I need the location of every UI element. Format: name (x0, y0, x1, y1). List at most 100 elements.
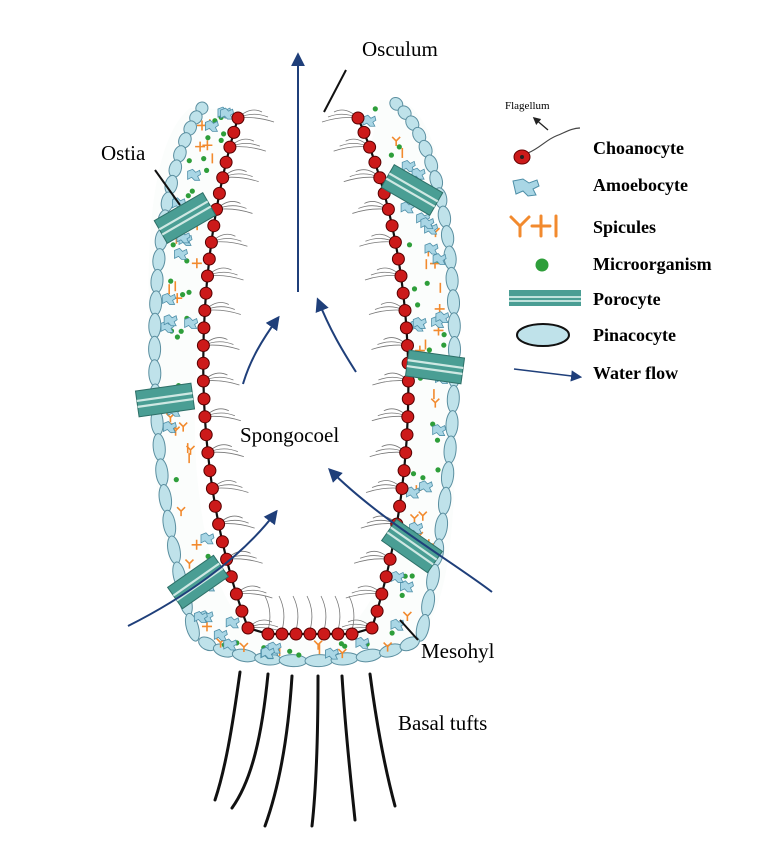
choanocyte-cell (200, 429, 212, 441)
microorganism-dot (373, 106, 378, 111)
choanocyte-cell (304, 628, 316, 640)
microorganism-dot (420, 475, 425, 480)
choanocyte-cell (204, 465, 216, 477)
basal-tufts (215, 672, 395, 826)
legend-spicules: Spicules (593, 217, 656, 237)
osculum-label: Osculum (362, 37, 438, 61)
choanocyte-cell (198, 393, 210, 405)
choanocyte-cell (382, 203, 394, 215)
choanocyte-cell (386, 220, 398, 232)
amoebocyte-cell (261, 647, 274, 658)
microorganism-dot (410, 573, 415, 578)
choanocyte-cell (199, 411, 211, 423)
choanocyte-cell (402, 393, 414, 405)
pinacocyte-icon (517, 324, 569, 346)
amoebocyte-cell (163, 421, 176, 432)
choanocyte-cell (209, 500, 221, 512)
choanocyte-cell (392, 253, 404, 265)
flagellum-strand (335, 596, 340, 630)
choanocyte-cell (262, 628, 274, 640)
choanocyte-cell (318, 628, 330, 640)
microorganism-dot (407, 242, 412, 247)
choanocyte-cell (208, 220, 220, 232)
legend-porocyte: Porocyte (593, 289, 661, 309)
amoebocyte-cell (185, 318, 198, 329)
choanocyte-cell (395, 270, 407, 282)
choanocyte-cell (276, 628, 288, 640)
legend: Flagellum Choanocyte Amoebocyte Spicules… (505, 100, 712, 383)
flow-arrow (318, 300, 356, 372)
choanocyte-cell (380, 571, 392, 583)
choanocyte-cell (242, 622, 254, 634)
choanocyte-cell (384, 553, 396, 565)
amoebocyte-cell (391, 571, 404, 582)
microorganism-dot (205, 135, 210, 140)
porocyte-icon (509, 290, 581, 306)
microorganism-dot (397, 144, 402, 149)
microorganism-dot (201, 156, 206, 161)
flagellum-strand (321, 596, 326, 630)
choanocyte-cell (213, 518, 225, 530)
microorganism-dot (287, 649, 292, 654)
choanocyte-cell (396, 483, 408, 495)
flagellum-strand (279, 596, 284, 630)
choanocyte-cell (220, 156, 232, 168)
choanocyte-cell (236, 605, 248, 617)
flagellum-pointer (534, 118, 548, 130)
choanocyte-cell (402, 411, 414, 423)
microorganism-dot (400, 593, 405, 598)
choanocyte-cell (369, 156, 381, 168)
amoebocyte-cell (433, 425, 446, 436)
microorganism-dot (186, 193, 191, 198)
choanocyte-cell (364, 141, 376, 153)
microorganism-dot (190, 189, 195, 194)
choanocyte-cell (205, 236, 217, 248)
microorganism-dot (179, 329, 184, 334)
choanocyte-cell (332, 628, 344, 640)
choanocyte-cell (203, 253, 215, 265)
amoebocyte-cell (356, 637, 369, 648)
water-flow-icon (514, 369, 580, 377)
amoebocyte-cell (175, 248, 188, 259)
choanocyte-cell (199, 305, 211, 317)
choanocyte-cell (206, 483, 218, 495)
choanocyte-cell (401, 429, 413, 441)
choanocyte-cell (389, 236, 401, 248)
choanocyte-cell (230, 588, 242, 600)
amoebocyte-cell (413, 317, 426, 328)
legend-water-flow: Water flow (593, 363, 678, 383)
pinacocyte-cell (149, 336, 161, 362)
microorganism-dot (435, 438, 440, 443)
microorganism-dot (204, 168, 209, 173)
microorganism-dot (342, 644, 347, 649)
flow-arrow (243, 318, 278, 384)
choanocyte-cell (402, 340, 414, 352)
basal-tufts-label: Basal tufts (398, 711, 487, 735)
amoebocyte-cell (194, 612, 207, 623)
microorganism-dot (411, 471, 416, 476)
choanocyte-cell (394, 500, 406, 512)
choanocyte-cell (228, 126, 240, 138)
choanocyte-cell (217, 172, 229, 184)
flagellum-label: Flagellum (505, 100, 550, 112)
choanocyte-cell (202, 270, 214, 282)
amoebocyte-cell (164, 315, 177, 326)
amoebocyte-cell (420, 481, 433, 492)
flagella-layer (203, 110, 408, 632)
choanocyte-cell (216, 536, 228, 548)
choanocyte-cell (232, 112, 244, 124)
choanocyte-cell (213, 187, 225, 199)
microorganism-dot (425, 281, 430, 286)
amoebocyte-cell (363, 115, 376, 126)
amoebocyte-cell (226, 617, 239, 628)
choanocyte-cell (197, 357, 209, 369)
choanocyte-cell (371, 605, 383, 617)
spicules-icon (511, 216, 556, 236)
choanocyte-cell (197, 340, 209, 352)
choanocyte-cell (376, 588, 388, 600)
choanocyte-cell (399, 305, 411, 317)
choanocyte-cell (198, 322, 210, 334)
microorganism-dot (168, 279, 173, 284)
amoebocyte-cell (421, 218, 434, 229)
